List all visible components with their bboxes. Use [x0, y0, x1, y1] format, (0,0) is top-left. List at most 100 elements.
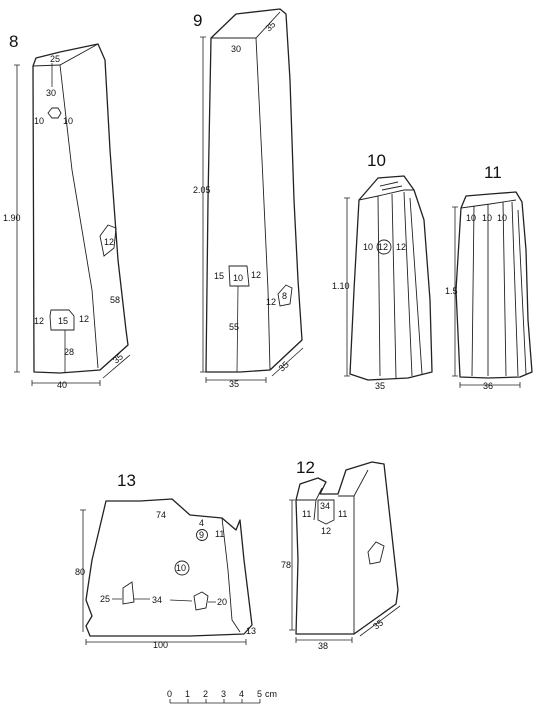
- stone-13-hole-round: [174, 560, 190, 576]
- stone-13-dim-34: 34: [152, 595, 162, 605]
- stone-13-dim-4: 4: [199, 518, 204, 528]
- stone-12-outline: [295, 461, 399, 635]
- stone-11-dim-height: 1.5: [445, 286, 458, 296]
- stone-13-height-line: [80, 509, 86, 632]
- stone-10-hole: [376, 239, 392, 255]
- stone-10-number: 10: [367, 151, 386, 170]
- stone-9-dim-depth: 35: [277, 359, 291, 373]
- stone-13-inner-edge: [221, 517, 241, 633]
- scale-tick-3: 3: [221, 689, 226, 699]
- stone-10-dim-width: 35: [375, 381, 385, 391]
- stone-13-dim-20: 20: [217, 597, 227, 607]
- stone-9-dim-hole-h: 55: [229, 322, 239, 332]
- stone-12-width-line: [295, 637, 353, 643]
- stone-11-dim-width: 36: [483, 381, 493, 391]
- stone-13-width-line: [85, 639, 247, 645]
- stone-8-top-edge: [32, 43, 99, 67]
- stone-13-socket-left: [122, 581, 135, 605]
- stone-13-dim-13: 13: [246, 626, 256, 636]
- stone-8-lower-hole: [49, 309, 75, 331]
- stone-9-width-line: [205, 377, 267, 383]
- stone-8-dim-side-hole: 12: [104, 237, 114, 247]
- stone-9-dim-top: 30: [231, 44, 241, 54]
- stone-8: 8 25 30 10 10 1.90 12 12 15 12 28 58 40 …: [3, 32, 131, 390]
- stone-10-top-lines: [379, 181, 403, 191]
- stone-10-dim-c: 12: [378, 242, 388, 252]
- stone-9: 9 30 35 2.05 15 10 12 55 12 8 35 35: [193, 8, 304, 389]
- stone-13-dim-9: 9: [199, 530, 204, 540]
- stone-11-dim-b: 10: [482, 213, 492, 223]
- stone-9-hole-dim-line: [236, 285, 239, 373]
- stone-9-ridge: [255, 37, 271, 371]
- stone-10-outline: [349, 175, 433, 381]
- stone-10-top-edge: [358, 189, 414, 201]
- stone-8-dim-depth: 35: [111, 351, 125, 365]
- stone-12-dim-c2: 12: [321, 526, 331, 536]
- stone-9-dim-side-hole: 12: [266, 297, 276, 307]
- stone-9-hole: [228, 265, 250, 287]
- scale-tick-4: 4: [239, 689, 244, 699]
- stone-10-dim-r: 12: [396, 242, 406, 252]
- stone-10-dim-l: 10: [363, 242, 373, 252]
- stone-9-bottom-edge: [269, 339, 303, 371]
- stone-10: 10 1.10 10 12 12 35: [332, 151, 433, 391]
- stone-8-dim-hole-dist: 30: [46, 88, 56, 98]
- stone-8-ridge: [59, 64, 99, 369]
- stone-8-dim-top: 25: [50, 54, 60, 64]
- stone-10-height-line: [344, 197, 350, 377]
- stone-9-outline: [205, 8, 303, 373]
- stone-11-number: 11: [484, 163, 502, 182]
- stone-8-width-line: [31, 380, 101, 386]
- scale-tick-1: 1: [185, 689, 190, 699]
- stone-12-height-line: [289, 499, 295, 631]
- stone-10-dim-height: 1.10: [332, 281, 350, 291]
- stone-12: 12 11 34 11 12 78 38 35: [281, 458, 401, 651]
- stone-8-dim-lower-l: 12: [34, 316, 44, 326]
- stone-11-width-line: [459, 382, 521, 388]
- scale-bar: 0 1 2 3 4 5 cm: [167, 689, 277, 704]
- stone-12-side-hole: [367, 541, 385, 565]
- stone-8-dim-lower-r: 12: [79, 314, 89, 324]
- stone-12-dim-l: 11: [302, 509, 311, 519]
- stone-13-number: 13: [117, 471, 136, 490]
- stone-8-side-hole: [99, 224, 117, 257]
- stone-8-dim-height: 1.90: [3, 213, 21, 223]
- stone-12-notch: [317, 499, 335, 525]
- stone-8-dim-hole-l: 10: [34, 116, 44, 126]
- stone-13-dim-11: 11: [215, 529, 224, 539]
- stone-10-facets: [377, 191, 423, 379]
- stone-13-dim-25: 25: [100, 594, 110, 604]
- stone-8-depth-line: [102, 354, 131, 379]
- scale-bar-line: [169, 699, 261, 704]
- stone-8-number: 8: [9, 32, 18, 51]
- stone-8-height-line: [14, 64, 20, 373]
- stone-8-dim-width: 40: [57, 380, 67, 390]
- scale-unit: cm: [265, 689, 277, 699]
- stone-11-outline: [455, 191, 533, 379]
- stone-12-dim-h: 78: [281, 560, 291, 570]
- stone-12-bottom-edge: [353, 603, 397, 635]
- stone-13-dim-10: 10: [176, 563, 186, 573]
- stone-8-bottom-edge: [99, 344, 129, 371]
- stone-13-dim-top: 74: [156, 510, 166, 520]
- stone-12-dim-depth: 35: [371, 618, 385, 632]
- stone-11-height-line: [452, 206, 458, 377]
- stone-12-dim-c: 34: [320, 501, 330, 511]
- stone-9-dim-hole-in: 10: [233, 273, 243, 283]
- stone-9-dim-width: 35: [229, 379, 239, 389]
- stone-12-number: 12: [296, 458, 315, 477]
- stone-12-depth-line: [359, 605, 401, 637]
- stone-8-hole: [47, 107, 62, 119]
- stone-11-dim-c: 10: [497, 213, 507, 223]
- stone-13-dim-line: [112, 598, 216, 603]
- stone-13-outline: [85, 498, 253, 637]
- stone-9-dim-top-r: 35: [263, 19, 277, 33]
- stone-13: 13 80 74 4 9 11 10 25 34 20 100 13: [75, 471, 256, 650]
- stone-9-dim-hole-l: 15: [214, 271, 224, 281]
- stone-9-dim-height: 2.05: [193, 185, 211, 195]
- stone-13-dim-h: 80: [75, 567, 85, 577]
- stone-11-facets: [471, 201, 527, 377]
- stone-11: 11 1.5 10 10 10 36: [445, 163, 533, 391]
- stone-9-number: 9: [193, 11, 202, 30]
